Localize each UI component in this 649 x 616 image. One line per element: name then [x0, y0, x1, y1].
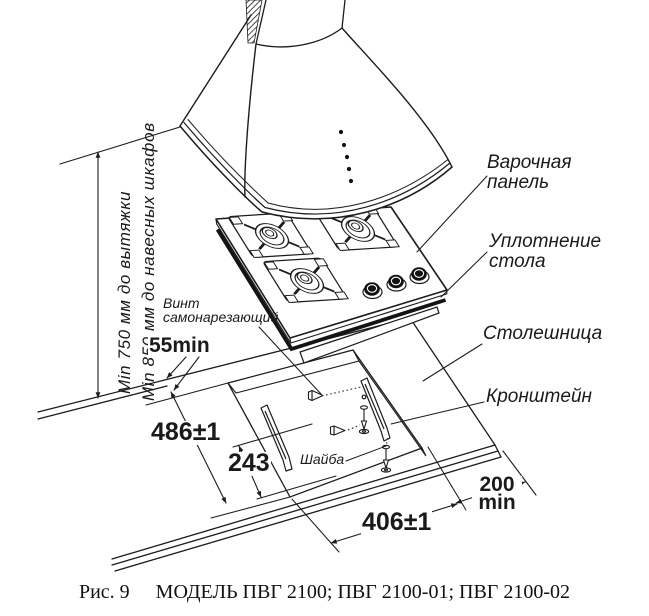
leader-bracket	[390, 401, 485, 425]
dimension-243-label: 243	[227, 449, 271, 477]
table-seal	[215, 228, 447, 352]
table-seal-label-line1: Уплотнение	[489, 231, 602, 252]
hood-duct	[245, 0, 263, 44]
figure-models: МОДЕЛЬ ПВГ 2100; ПВГ 2100-01; ПВГ 2100-0…	[155, 581, 571, 603]
leader-washer	[345, 445, 387, 462]
control-knob	[386, 274, 407, 292]
dimension-200-value: 200	[479, 473, 515, 496]
hob-panel	[215, 205, 448, 364]
burner-box-underside	[299, 306, 440, 364]
leader-hob	[416, 175, 488, 253]
dimension-55min-label: 55min	[148, 334, 211, 357]
hob-panel-label-line2: панель	[487, 171, 550, 193]
dimension-55min-arrow	[166, 356, 187, 379]
screw-with-washer	[380, 437, 392, 473]
dimension-55min-arrow	[173, 356, 200, 391]
hood-extension-line	[59, 126, 181, 165]
screw-label-line2: самонарезающий	[163, 309, 279, 325]
dimension-200min-label: 200 min	[472, 473, 522, 515]
burner-grate	[263, 257, 350, 303]
dimension-486	[170, 391, 227, 504]
screw-with-washer	[358, 405, 370, 435]
figure-number: Рис. 9	[78, 581, 130, 603]
figure-caption: Рис. 9 МОДЕЛЬ ПВГ 2100; ПВГ 2100-01; ПВГ…	[0, 581, 649, 604]
table-seal-label: Уплотнение стола	[489, 232, 601, 272]
table-seal-label-line2: стола	[489, 250, 546, 272]
hob-panel-label: Варочная панель	[487, 153, 572, 193]
bracket-label: Кронштейн	[486, 386, 592, 407]
dimension-200-unit: min	[478, 491, 516, 515]
hood-switch-dots	[338, 129, 354, 184]
leader-countertop	[422, 343, 483, 382]
control-knob	[362, 282, 383, 300]
leader-screw	[258, 326, 322, 395]
self-tapping-screw	[307, 386, 362, 402]
countertop-label: Столешница	[483, 323, 603, 344]
hob-panel-label-line1: Варочная	[487, 152, 572, 173]
clearance-to-cabinets-label: Min 850 мм до навесных шкафов	[139, 122, 158, 401]
dimension-lines	[59, 126, 526, 544]
clearance-to-hood-label: Min 750 мм до вытяжки	[115, 190, 134, 394]
screw-label-line1: Винт	[163, 295, 200, 311]
washer-label: Шайба	[300, 451, 345, 467]
control-knob	[409, 267, 430, 285]
screw-label: Винт самонарезающий	[163, 296, 278, 324]
self-tapping-screw	[329, 424, 361, 436]
mounting-bracket-right	[360, 377, 391, 442]
dimension-486-label: 486±1	[150, 418, 222, 446]
dimension-406-label: 406±1	[361, 508, 433, 536]
countertop	[37, 317, 537, 572]
burner-grate	[228, 212, 315, 258]
cooker-hood	[179, 0, 453, 220]
leader-seal	[440, 251, 488, 298]
leader-lines	[258, 175, 488, 462]
